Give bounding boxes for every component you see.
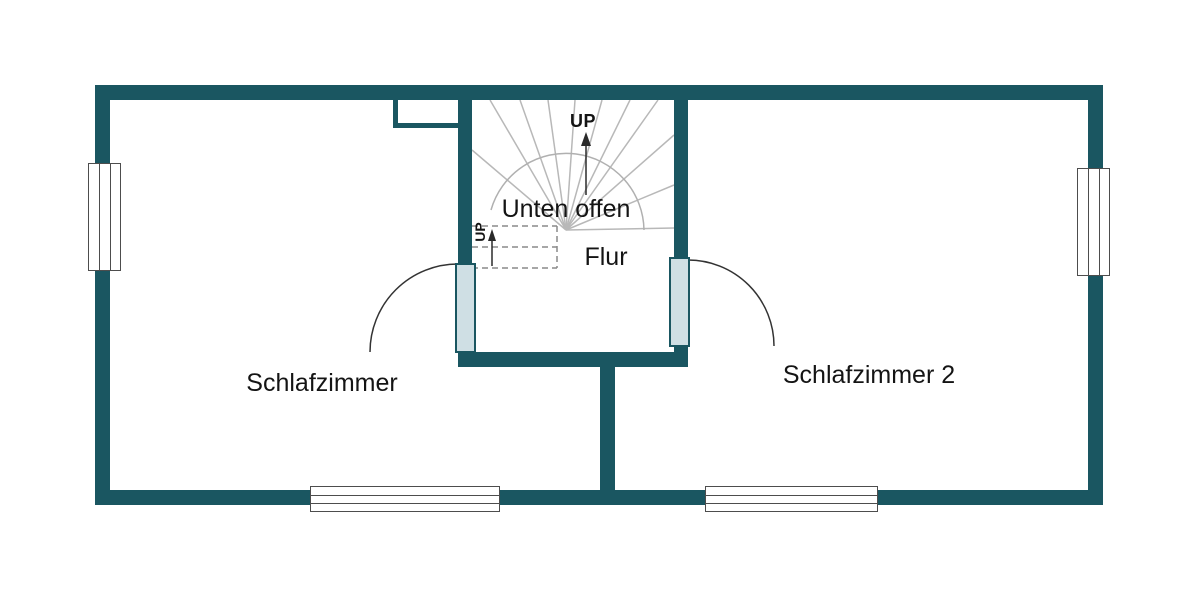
outer-wall-bottom [95, 490, 1103, 505]
window-pane-line [1088, 169, 1089, 275]
annotation-open-below: Unten offen [501, 195, 631, 223]
window-right [1077, 168, 1110, 276]
outer-wall-left [95, 85, 110, 505]
stair-up-label-top: UP [569, 111, 596, 131]
window-pane-line [706, 503, 877, 504]
window-pane-line [99, 164, 100, 270]
window-pane-line [1099, 169, 1100, 275]
window-pane-line [706, 495, 877, 496]
room-label-flur: Flur [584, 243, 628, 271]
room-label-schlafzimmer: Schlafzimmer [246, 369, 398, 397]
window-pane-line [311, 495, 499, 496]
door-leaf-right [669, 257, 690, 347]
hall-wall-right-stub [674, 346, 688, 354]
window-bottom-left [310, 486, 500, 512]
hall-wall-left [458, 100, 472, 264]
hall-wall-right [674, 100, 688, 258]
window-pane-line [110, 164, 111, 270]
room-label-schlafzimmer-2: Schlafzimmer 2 [782, 361, 956, 389]
window-bottom-right [705, 486, 878, 512]
hall-wall-bottom [458, 352, 688, 367]
door-swing-arc-left [369, 263, 459, 353]
room-divider-wall [600, 367, 615, 490]
window-pane-line [311, 503, 499, 504]
window-left [88, 163, 121, 271]
outer-wall-right [1088, 85, 1103, 505]
door-swing-arc-right [687, 259, 775, 347]
stair-up-label-side: UP [472, 222, 488, 242]
outer-wall-top [95, 85, 1103, 100]
wall-notch [393, 100, 458, 128]
door-leaf-left [455, 263, 476, 353]
stair-up-arrow [581, 132, 591, 195]
